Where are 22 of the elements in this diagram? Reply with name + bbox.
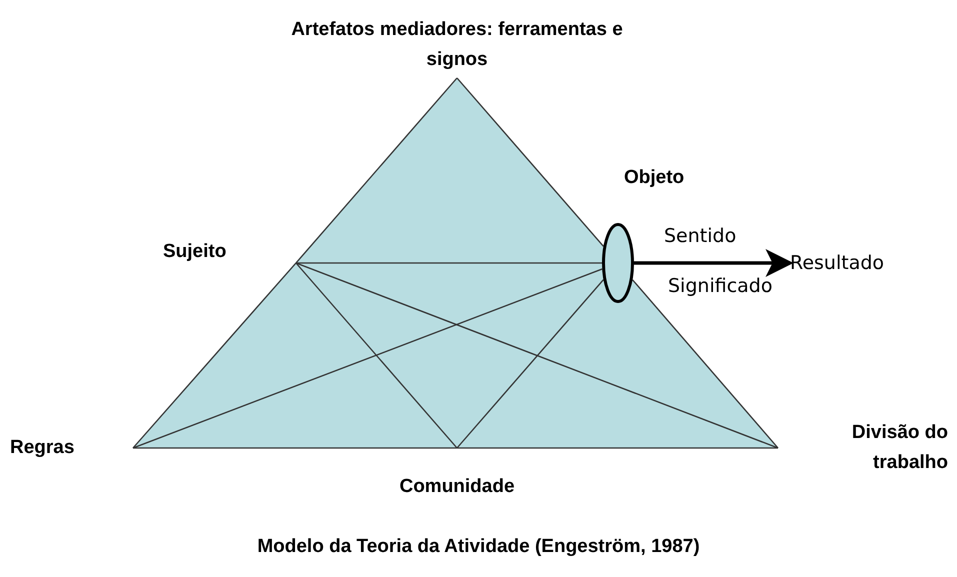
connector-line bbox=[456, 279, 604, 448]
vertex-label: Divisão do trabalho bbox=[850, 421, 948, 475]
connector-line bbox=[632, 279, 778, 448]
vertex-label: Regras bbox=[10, 437, 76, 459]
annotation-text: Significado bbox=[668, 275, 772, 297]
connector-line bbox=[296, 262, 602, 264]
result-label: Resultado bbox=[790, 252, 886, 274]
arrow bbox=[634, 249, 794, 277]
connector-line bbox=[133, 447, 457, 449]
connector-line bbox=[296, 262, 778, 449]
connector-line bbox=[296, 78, 458, 264]
connector-line bbox=[457, 447, 778, 449]
caption: Modelo da Teoria da Atividade (Engeström, 1987) bbox=[256, 536, 701, 558]
vertex-label: Artefatos mediadores: ferramentas e signos bbox=[290, 18, 624, 72]
vertex-label: Sujeito bbox=[163, 240, 228, 262]
edge-label: Sentido bbox=[664, 225, 736, 247]
connector-line bbox=[296, 262, 458, 448]
vertex-label: Comunidade bbox=[398, 476, 516, 498]
node-heading: Objeto bbox=[624, 167, 684, 189]
connector-line bbox=[132, 262, 296, 448]
connector-line bbox=[132, 268, 602, 449]
connector-line bbox=[456, 78, 604, 247]
